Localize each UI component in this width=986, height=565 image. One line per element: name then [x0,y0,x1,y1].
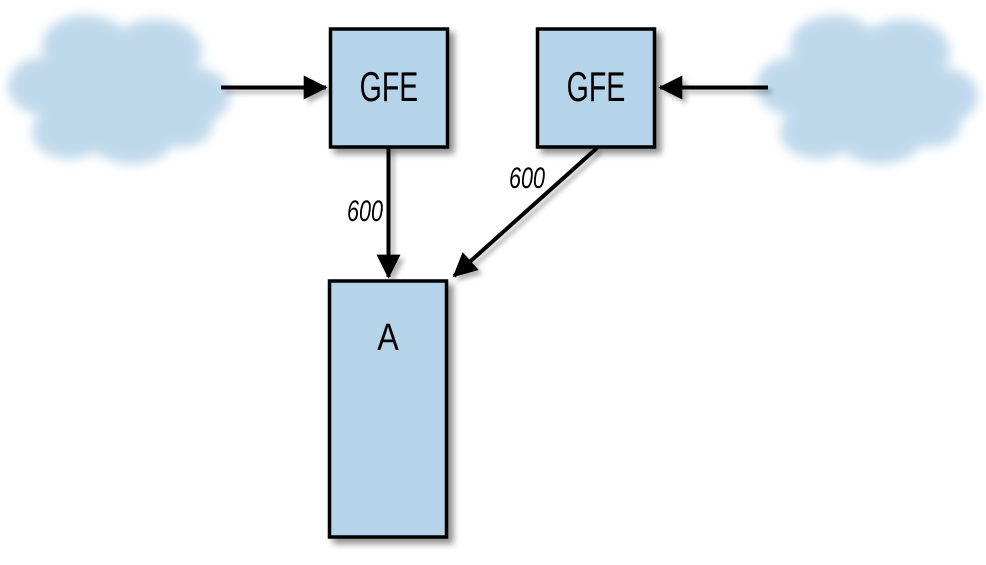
edge-weight-right: 600 [509,160,545,194]
backend-a-label: A [377,317,399,359]
node-gfe-left [328,27,450,149]
edge-weight-left: 600 [347,193,383,227]
node-backend-a [327,279,449,539]
node-gfe-right [535,27,657,149]
gfe-right-label: GFE [567,62,626,110]
arrow-gfe-right-to-a [452,146,599,278]
gfe-left-label: GFE [360,62,419,110]
